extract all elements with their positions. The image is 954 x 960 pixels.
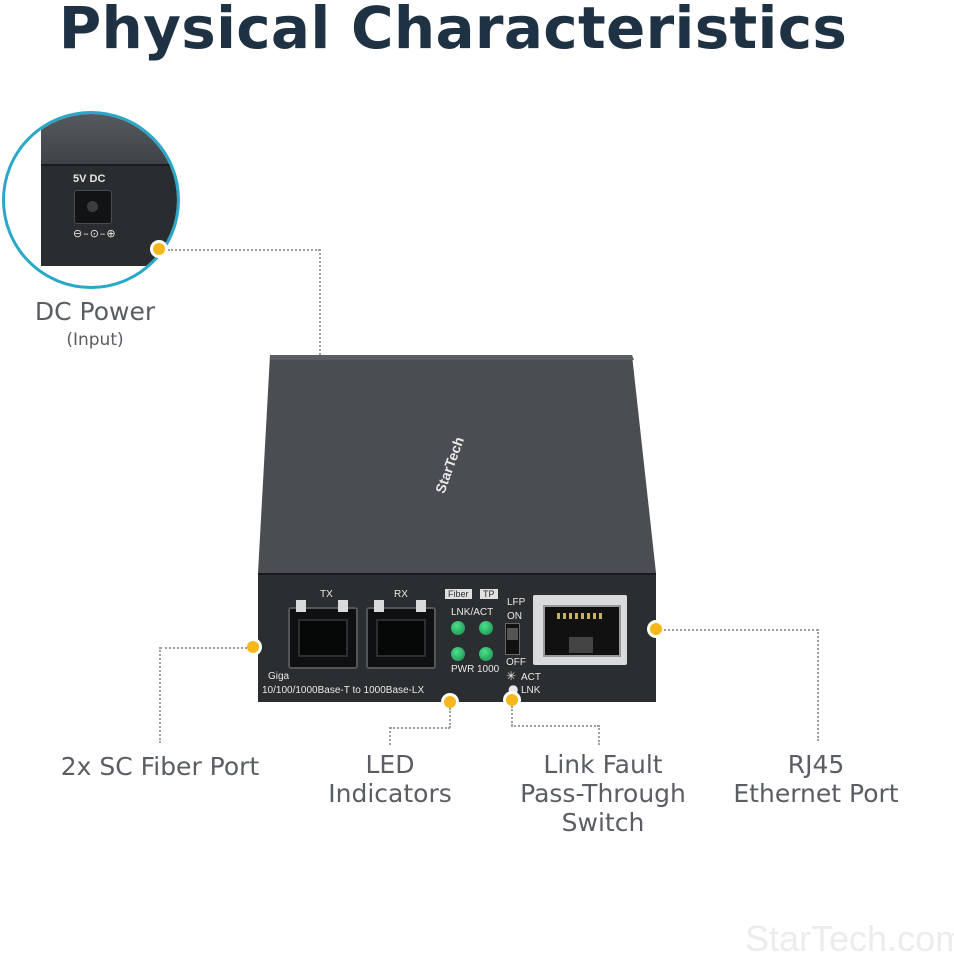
- model-text-2: 10/100/1000Base-T to 1000Base-LX: [262, 685, 425, 696]
- inset-case-top: [41, 114, 177, 164]
- fiber-tag: Fiber: [445, 589, 472, 599]
- tp-tag: TP: [480, 589, 498, 599]
- lfp-label: LFP: [507, 597, 526, 608]
- model-text-1: Giga: [268, 671, 290, 682]
- dc-power-sub: (Input): [66, 330, 124, 350]
- led-1000: [479, 647, 493, 661]
- led-leader-v1: [449, 708, 451, 728]
- led-pwr: [451, 647, 465, 661]
- lnk-label: LNK: [521, 685, 541, 696]
- lfp-leader-v1: [511, 706, 513, 726]
- lfp-label-3: Switch: [561, 808, 645, 837]
- led-leader-h: [390, 727, 450, 729]
- front-panel: TX RX Giga 10/100/1000Base-T to 1000Base…: [258, 573, 656, 702]
- lfp-leader-h: [511, 725, 599, 727]
- sc-fiber-label: 2x SC Fiber Port: [60, 752, 260, 781]
- rj45-port: [533, 595, 627, 665]
- page-title: Physical Characteristics: [58, 0, 848, 62]
- lfp-label-1: Link Fault: [543, 750, 663, 779]
- dc-power-leader-h: [168, 249, 320, 251]
- speed-1000-label: 1000: [477, 664, 500, 675]
- rj45-callout-dot: [650, 623, 662, 635]
- rx-label: RX: [394, 589, 408, 600]
- lfp-on-label: ON: [507, 611, 522, 622]
- inset-power-label: 5V DC: [73, 173, 106, 185]
- lfp-callout-dot: [506, 694, 518, 706]
- dc-jack: [74, 190, 112, 224]
- device-top-edge: [270, 355, 634, 360]
- led-tp-lnk: [479, 621, 493, 635]
- dc-power-inset: 5V DC ⊖–⊙–⊕: [2, 111, 180, 289]
- dc-power-callout-dot: [153, 243, 165, 255]
- pwr-label: PWR: [451, 664, 475, 675]
- lnk-dot-icon: ●: [508, 682, 519, 696]
- rj45-label-1: RJ45: [787, 750, 845, 779]
- dc-power-label: DC Power: [34, 297, 156, 326]
- device-top-face: [258, 355, 656, 573]
- lfp-switch[interactable]: [505, 623, 520, 655]
- lfp-label-2: Pass-Through: [520, 779, 686, 808]
- led-callout-dot: [444, 696, 456, 708]
- sc-fiber-port-rx: [366, 600, 436, 669]
- rj45-label-2: Ethernet Port: [733, 779, 899, 808]
- dc-power-leader-v: [319, 249, 321, 355]
- led-label-2: Indicators: [328, 779, 452, 808]
- act-sun-icon: ✳: [506, 669, 517, 683]
- sc-fiber-callout-dot: [247, 641, 259, 653]
- sc-fiber-port-tx: [288, 600, 358, 669]
- rj45-leader-h: [664, 629, 818, 631]
- act-label: ACT: [521, 672, 541, 683]
- lfp-leader-v2: [598, 725, 600, 745]
- sc-fiber-leader-h: [160, 647, 247, 649]
- watermark: StarTech.com: [745, 918, 954, 959]
- led-leader-v2: [389, 727, 391, 745]
- tx-label: TX: [320, 589, 333, 600]
- lnk-act-label: LNK/ACT: [451, 607, 494, 618]
- polarity-icon: ⊖–⊙–⊕: [73, 227, 117, 240]
- led-fiber-lnk: [451, 621, 465, 635]
- rj45-leader-v: [817, 629, 819, 741]
- led-label-1: LED: [365, 750, 415, 779]
- lfp-off-label: OFF: [506, 657, 526, 668]
- sc-fiber-leader-v: [159, 647, 161, 743]
